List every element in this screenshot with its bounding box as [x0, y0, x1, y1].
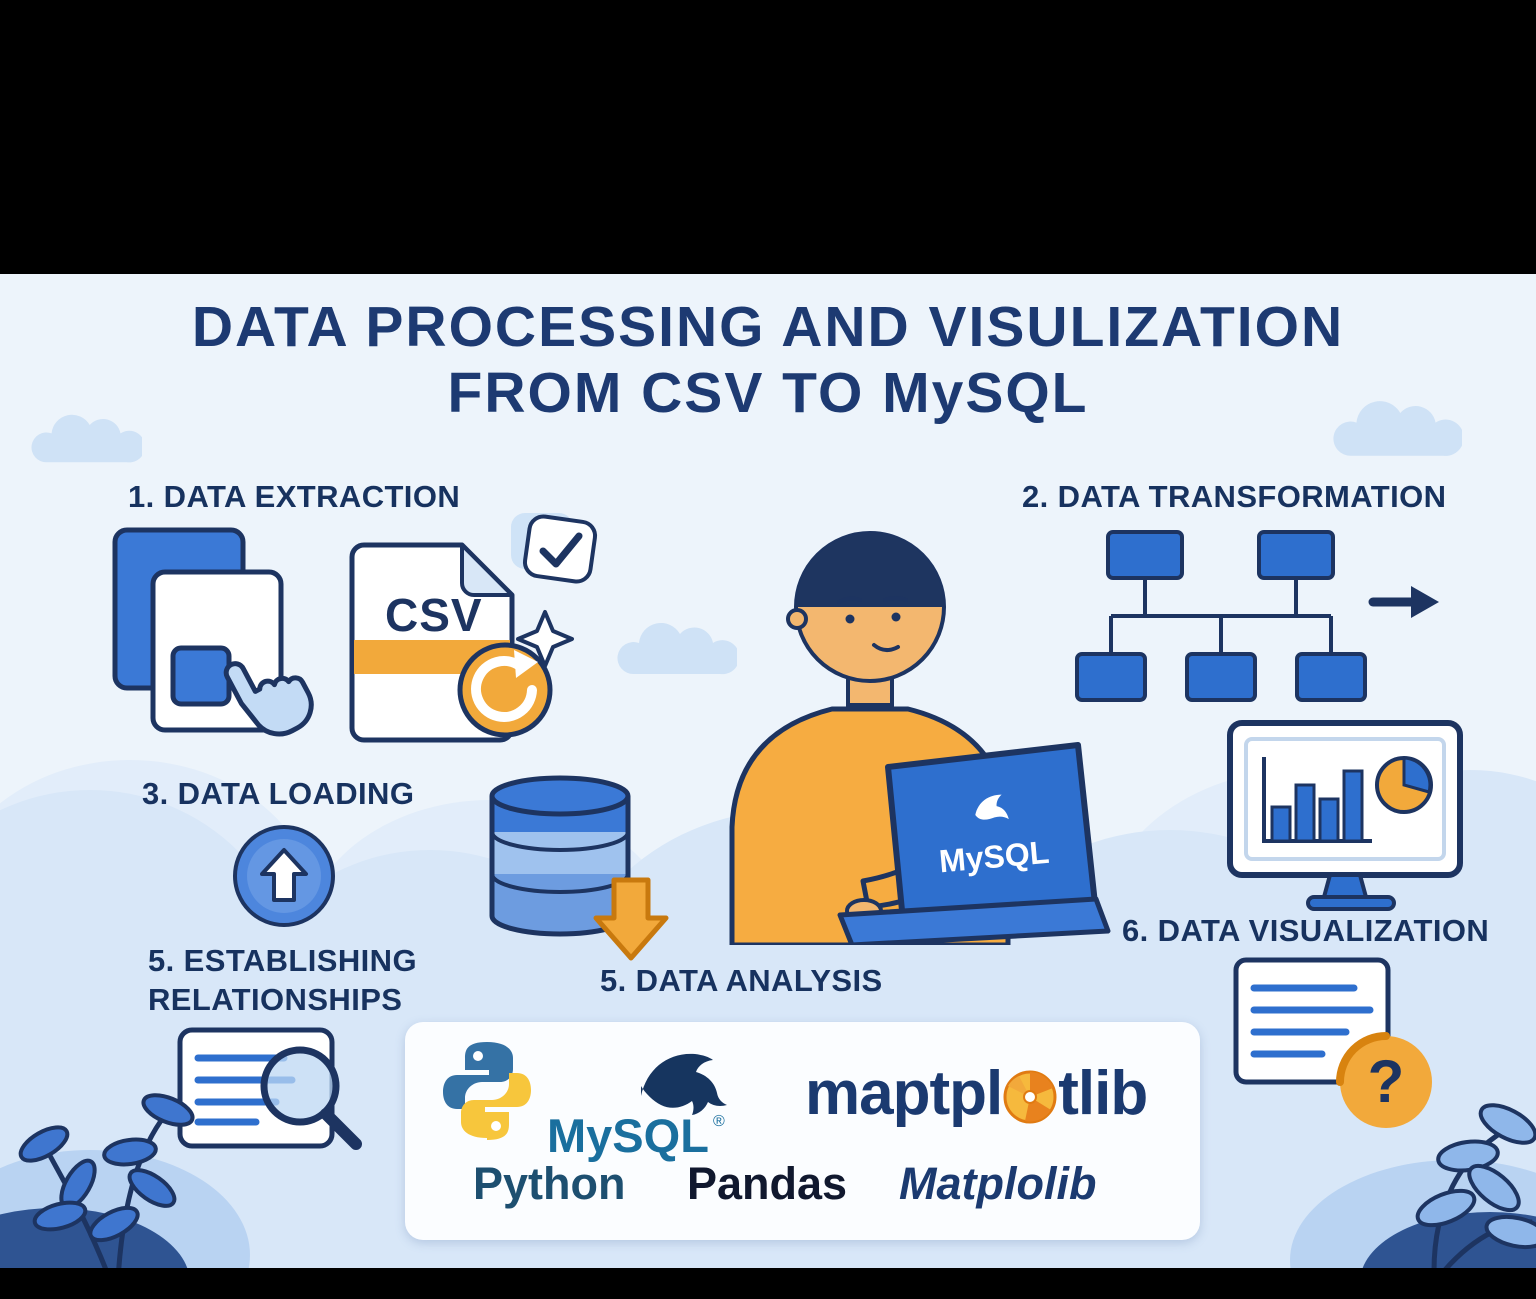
text-lines	[1250, 984, 1374, 1058]
check-badge-icon	[511, 513, 598, 584]
step-label-relationships: 5. ESTABLISHING RELATIONSHIPS	[148, 942, 417, 1020]
question-badge	[1340, 1036, 1432, 1128]
page-title: DATA PROCESSING AND VISULIZATION FROM CS…	[0, 294, 1536, 426]
check-icon	[539, 532, 583, 568]
python-caption: Python	[473, 1158, 626, 1209]
upload-circle-icon	[233, 825, 335, 927]
registered-mark: ®	[713, 1113, 725, 1130]
monitor-chart-icon	[1227, 720, 1463, 911]
dolphin-icon	[641, 1053, 727, 1115]
flowchart-icon	[1075, 530, 1439, 702]
refresh-arrow-icon	[471, 656, 537, 722]
mysql-wordmark: MySQL	[547, 1109, 709, 1162]
step-label-visualization: 6. DATA VISUALIZATION	[1122, 913, 1490, 948]
step-label-loading: 3. DATA LOADING	[142, 776, 415, 811]
refresh-arrowhead	[514, 650, 538, 678]
csv-file-icon: CSV	[349, 542, 574, 743]
pandas-caption: Pandas	[687, 1158, 848, 1209]
monitor-stand	[1322, 873, 1368, 899]
question-mark-label: ?	[1368, 1048, 1405, 1115]
document-search-icon	[177, 1027, 362, 1150]
text-lines	[194, 1054, 296, 1126]
matplotlib-big-suffix: tlib	[1058, 1059, 1148, 1128]
black-bar-top	[0, 0, 1536, 274]
database-icon	[489, 775, 631, 937]
sparkle-icon	[516, 610, 574, 668]
hair	[796, 533, 944, 607]
folded-corner	[460, 543, 514, 597]
step-label-analysis: 5. DATA ANALYSIS	[600, 963, 883, 998]
laptop-brand-logo: MySQL	[938, 794, 1051, 879]
matplotlib-caption: Matplolib	[899, 1158, 1097, 1209]
up-arrow-icon	[260, 848, 308, 902]
plant-right-decoration	[1415, 1103, 1536, 1271]
black-bar-bottom	[0, 1268, 1536, 1299]
page-title-line2: FROM CSV TO MySQL	[447, 361, 1089, 426]
python-logo-icon	[443, 1042, 531, 1140]
cloud-icon	[617, 622, 737, 675]
ear	[786, 608, 808, 630]
download-arrow-icon	[593, 877, 669, 961]
matplotlib-big-prefix: maptpl	[805, 1059, 1003, 1128]
magnifier-icon	[260, 1046, 340, 1126]
laptop-base	[837, 896, 1111, 945]
cloud-icon	[1333, 401, 1462, 456]
plant-left-decoration	[18, 1093, 195, 1280]
matplotlib-aperture-icon	[1003, 1070, 1057, 1123]
step-label-relationships-line1: 5. ESTABLISHING	[148, 943, 417, 978]
step-label-extraction: 1. DATA EXTRACTION	[128, 479, 461, 514]
tools-logos-panel: MySQL ® maptpl tlib Python Pandas Matplo…	[405, 1022, 1200, 1240]
dolphin-icon	[975, 794, 1009, 820]
step-label-transformation: 2. DATA TRANSFORMATION	[1022, 479, 1447, 514]
step-label-relationships-line2: RELATIONSHIPS	[148, 981, 403, 1017]
matplotlib-big-wordmark: maptpl tlib	[805, 1058, 1148, 1129]
smile	[872, 643, 900, 652]
document-question-icon: ?	[1233, 957, 1432, 1128]
person-at-laptop-illustration: MySQL	[729, 531, 1111, 945]
mysql-logo: MySQL ®	[547, 1053, 727, 1162]
page-title-line1: DATA PROCESSING AND VISULIZATION	[191, 295, 1345, 359]
cloud-icon	[31, 414, 142, 463]
hand-cursor-icon	[223, 661, 314, 737]
csv-label: CSV	[385, 589, 483, 641]
documents-stack-icon	[112, 527, 314, 737]
